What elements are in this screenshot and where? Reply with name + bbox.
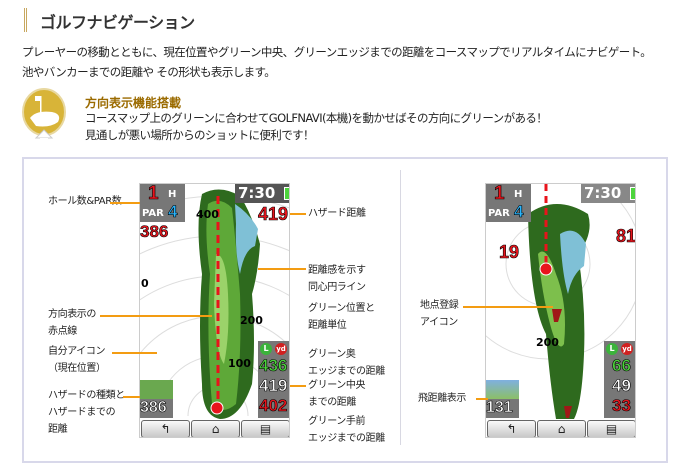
green-letter-icon: L (606, 343, 618, 355)
hole-number: 1 (494, 183, 505, 204)
intro-line-1: プレーヤーの移動とともに、現在位置やグリーン中央、グリーンエッジまでの距離をコー… (22, 45, 652, 59)
hazard-right-distance: 81 (616, 226, 636, 247)
navigation-screen-overview: 1 H PAR 4 386 7:30 419 400 0 200 100 L y… (139, 183, 290, 438)
front-edge-distance: 402 (259, 396, 288, 416)
navigation-screen-green: 1 H PAR 4 7:30 19 81 200 L yd 66 49 33 1… (485, 183, 636, 438)
callout-line (290, 385, 306, 387)
callout-line (258, 268, 306, 270)
callout-self-icon: 自分アイコン （現在位置） (48, 346, 106, 374)
home-button[interactable]: ⌂ (537, 420, 586, 437)
ring-label: 0 (141, 277, 149, 290)
callout-front-edge: グリーン手前 エッジまでの距離 (308, 416, 385, 444)
back-button[interactable]: ↰ (141, 420, 190, 437)
par-number: 4 (168, 202, 178, 222)
callout-line (112, 352, 157, 354)
direction-feature-icon (22, 88, 66, 146)
back-button[interactable]: ↰ (487, 420, 536, 437)
menu-icon: ▤ (605, 422, 618, 436)
course-map (486, 184, 635, 419)
callout-line (476, 398, 488, 400)
center-distance: 419 (259, 376, 288, 396)
page-title: ゴルフナビゲーション (40, 13, 195, 32)
callout-rings: 距離感を示す 同心円ライン (308, 265, 366, 293)
ring-label: 400 (196, 208, 219, 221)
hole-number: 1 (148, 183, 159, 204)
hazard-near-distance: 386 (140, 222, 169, 242)
hazard-left-distance: 19 (499, 242, 520, 263)
callout-hazard-distance: ハザード距離 (308, 208, 366, 219)
illustration-panel (22, 157, 668, 463)
par-label: PAR (488, 208, 510, 219)
battery-icon (630, 187, 635, 200)
unit-icon: yd (275, 343, 287, 355)
course-map (140, 189, 289, 419)
hazard-thumbnail (140, 380, 173, 400)
callout-hazard-type: ハザードの種類と ハザードまでの 距離 (48, 390, 125, 435)
menu-icon: ▤ (259, 422, 272, 436)
hazard-distance: 386 (140, 399, 173, 418)
par-number: 4 (514, 202, 524, 222)
shot-thumbnail (486, 380, 519, 400)
green-letter-icon: L (260, 343, 272, 355)
callout-shot-distance: 飛距離表示 (418, 393, 466, 404)
back-arrow-icon: ↰ (506, 422, 517, 436)
callout-direction-line: 方向表示の 赤点線 (48, 309, 96, 337)
callout-back-edge: グリーン奥 エッジまでの距離 (308, 349, 385, 377)
back-edge-distance: 66 (612, 356, 632, 376)
home-icon: ⌂ (557, 422, 566, 436)
callout-hole-par: ホール数&PAR数 (48, 196, 122, 207)
par-label: PAR (142, 208, 164, 219)
intro-line-2: 池やバンカーまでの距離や その形状も表示します。 (22, 65, 276, 79)
callout-line (100, 315, 212, 317)
hazard-far-distance: 419 (258, 204, 289, 225)
green-distance-box: L yd 436 419 402 (258, 341, 289, 418)
green-distance-box: L yd 66 49 33 (604, 341, 635, 418)
ring-label: 100 (228, 357, 251, 370)
callout-waypoint-icon: 地点登録 アイコン (420, 300, 459, 328)
callout-line (110, 202, 140, 204)
shot-distance: 131 (486, 399, 519, 418)
feature-line-1: コースマップ上のグリーンに合わせてGOLFNAVI(本機)を動かせばその方向にグ… (85, 111, 548, 125)
back-edge-distance: 436 (259, 356, 288, 376)
hole-par-box: 1 H PAR 4 (140, 184, 185, 222)
panel-divider (400, 170, 401, 445)
clock: 7:30 (581, 184, 635, 203)
home-icon: ⌂ (211, 422, 220, 436)
ring-label: 200 (240, 314, 263, 327)
menu-button[interactable]: ▤ (587, 420, 635, 437)
center-distance: 49 (612, 376, 632, 396)
clock: 7:30 (235, 184, 289, 203)
home-button[interactable]: ⌂ (191, 420, 240, 437)
hole-unit: H (168, 189, 177, 200)
front-edge-distance: 33 (612, 396, 632, 416)
callout-line (290, 213, 306, 215)
callout-line (463, 306, 553, 308)
hole-par-box: 1 H PAR 4 (486, 184, 531, 222)
waypoint-icon (564, 406, 572, 418)
hole-unit: H (514, 189, 523, 200)
ring-label: 200 (536, 336, 559, 349)
menu-button[interactable]: ▤ (241, 420, 289, 437)
title-accent-bar (24, 8, 39, 32)
battery-icon (284, 187, 289, 200)
feature-title: 方向表示機能搭載 (85, 96, 182, 110)
callout-line (123, 396, 140, 398)
callout-center: グリーン中央 までの距離 (308, 380, 366, 408)
callout-green-unit: グリーン位置と 距離単位 (308, 303, 375, 331)
unit-icon: yd (621, 343, 633, 355)
feature-line-2: 見通しが悪い場所からのショットに便利です！ (85, 128, 315, 142)
back-arrow-icon: ↰ (160, 422, 171, 436)
waypoint-icon (552, 309, 562, 322)
